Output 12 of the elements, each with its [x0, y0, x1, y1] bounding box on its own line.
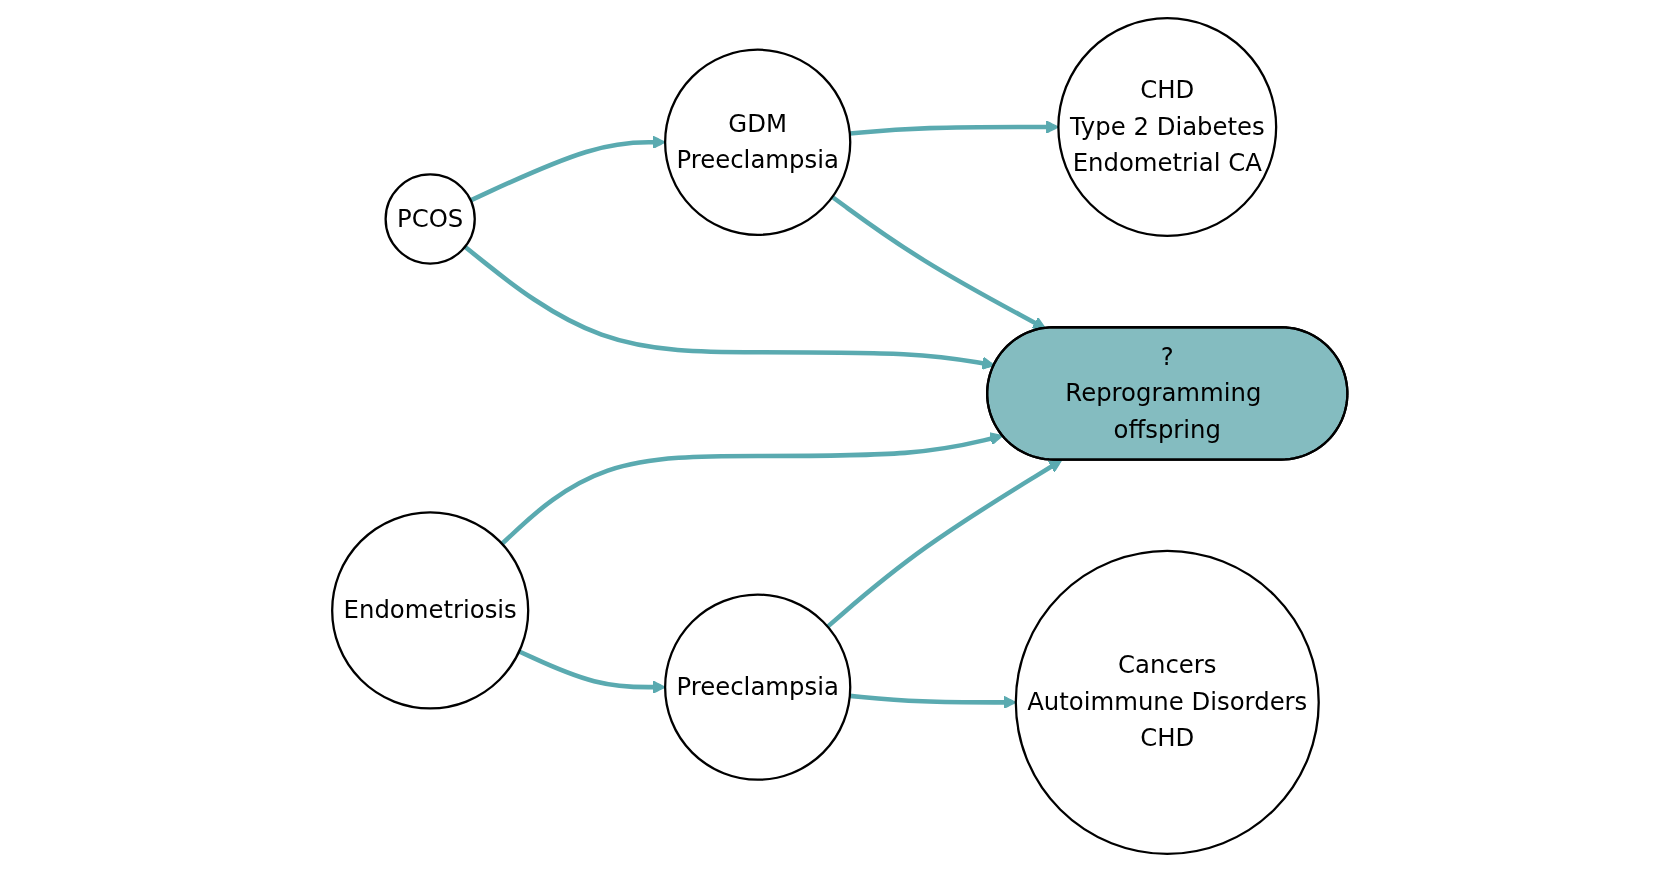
arrow — [831, 195, 1047, 330]
node-circle: Endometriosis — [331, 511, 530, 710]
node-circle: Preeclampsia — [664, 593, 852, 781]
node-circle: PCOS — [384, 173, 477, 265]
node-circle: CHD Type 2 Diabetes Endometrial CA — [1057, 17, 1278, 238]
arrow — [469, 135, 666, 203]
arrow — [518, 649, 666, 694]
node-circle: GDM Preeclampsia — [664, 48, 852, 236]
arrow — [826, 459, 1063, 629]
arrow — [849, 693, 1017, 710]
arrow — [500, 432, 1004, 546]
node-circle: Cancers Autoimmune Disorders CHD — [1014, 549, 1321, 855]
